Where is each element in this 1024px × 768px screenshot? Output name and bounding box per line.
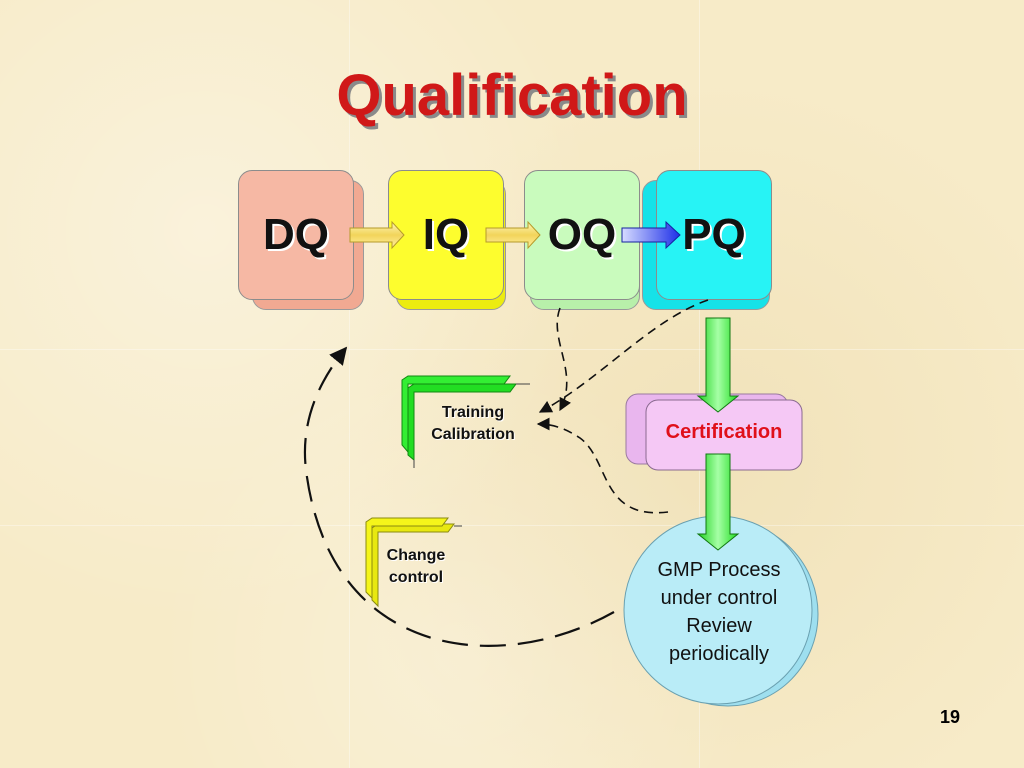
flow-arrow-pq-to-certification [696,317,740,413]
change-control-bracket [365,517,462,608]
connector-arrow-dq-iq [349,220,405,250]
background-tile-seam [0,525,1024,526]
gmp-line-1: GMP Process [657,559,781,581]
calibration-text: Calibration [431,426,515,443]
training-text: Training [441,404,505,421]
gmp-process-circle [623,515,819,707]
change-text: Change [386,547,446,564]
slide-title: Qualification [336,63,688,128]
background-tile-seam [0,349,1024,350]
gmp-line-3: Review [686,615,752,637]
dashed-feedback-lines [536,299,709,514]
connector-arrow-iq-oq [485,220,541,250]
gmp-line-4: periodically [668,643,770,665]
stage-label-pq: PQ [656,170,772,300]
page-number: 19 [939,707,961,727]
stage-label-oq: OQ [524,170,640,300]
flow-arrow-certification-to-gmp [696,453,740,551]
stage-label-dq: DQ [238,170,354,300]
certification-label: Certification [665,421,783,443]
training-calibration-bracket [401,375,530,468]
gmp-line-2: under control [660,587,778,609]
control-text: control [388,569,444,586]
change-control-label: Change control [374,545,458,589]
dashed-loop-arrow [303,346,615,647]
gmp-process-text: GMP Process under control Review periodi… [626,556,812,668]
background-tile-seam [349,0,350,768]
training-calibration-label: Training Calibration [414,402,532,446]
certification-box [625,393,803,471]
connector-arrow-oq-pq [621,220,681,250]
background-tile-seam [699,0,700,768]
